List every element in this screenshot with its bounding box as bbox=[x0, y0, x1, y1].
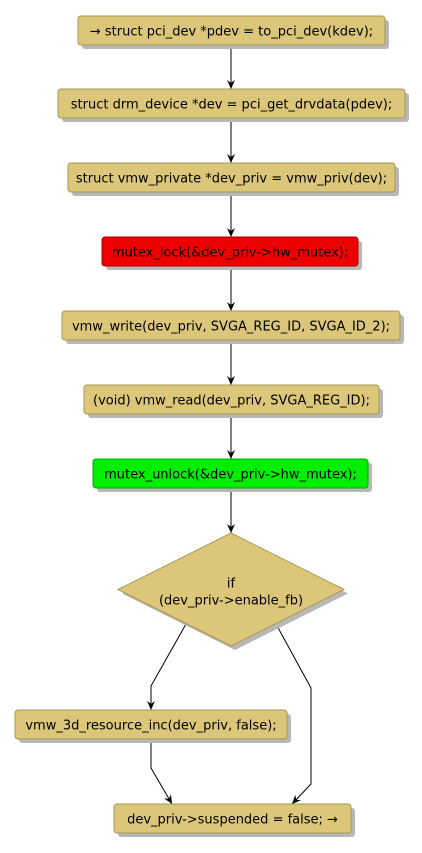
flow-node-n2: struct drm_device *dev = pci_get_drvdata… bbox=[57, 88, 409, 122]
decision-label-line: if bbox=[227, 577, 236, 592]
edges bbox=[147, 45, 312, 805]
flow-edge-n8-n9 bbox=[150, 739, 173, 805]
node-box bbox=[57, 88, 406, 119]
decision-diamond bbox=[116, 532, 346, 647]
flow-node-n8: vmw_3d_resource_inc(dev_priv, false); bbox=[14, 709, 291, 743]
node-label: vmw_3d_resource_inc(dev_priv, false); bbox=[25, 719, 276, 734]
flow-node-n1: → struct pci_dev *pdev = to_pci_dev(kdev… bbox=[77, 15, 389, 49]
nodes: → struct pci_dev *pdev = to_pci_dev(kdev… bbox=[14, 15, 409, 837]
flow-edge-d1-n9 bbox=[275, 623, 312, 805]
node-label: dev_priv->suspended = false; → bbox=[127, 813, 338, 828]
flow-node-n4: mutex_lock(&dev_priv->hw_mutex); bbox=[101, 236, 362, 270]
node-box bbox=[77, 15, 386, 46]
flow-node-n7: mutex_unlock(&dev_priv->hw_mutex); bbox=[92, 458, 372, 492]
node-box bbox=[14, 709, 288, 740]
node-label: → struct pci_dev *pdev = to_pci_dev(kdev… bbox=[90, 25, 373, 40]
node-box bbox=[113, 803, 352, 834]
node-box bbox=[67, 162, 396, 193]
flow-node-n9: dev_priv->suspended = false; → bbox=[113, 803, 355, 837]
node-box bbox=[61, 310, 401, 341]
decision-label-line: (dev_priv->enable_fb) bbox=[159, 594, 303, 609]
node-label: (void) vmw_read(dev_priv, SVGA_REG_ID); bbox=[93, 394, 370, 409]
node-label: mutex_unlock(&dev_priv->hw_mutex); bbox=[104, 468, 357, 483]
flow-node-d1: if (dev_priv->enable_fb) bbox=[116, 532, 348, 650]
flow-node-n6: (void) vmw_read(dev_priv, SVGA_REG_ID); bbox=[83, 384, 383, 418]
node-label: vmw_write(dev_priv, SVGA_REG_ID, SVGA_ID… bbox=[72, 320, 390, 335]
node-label: struct drm_device *dev = pci_get_drvdata… bbox=[71, 98, 392, 113]
node-box bbox=[83, 384, 380, 415]
node-label: struct vmw_private *dev_priv = vmw_priv(… bbox=[76, 172, 387, 187]
flow-node-n3: struct vmw_private *dev_priv = vmw_priv(… bbox=[67, 162, 399, 196]
node-label: mutex_lock(&dev_priv->hw_mutex); bbox=[112, 246, 348, 261]
node-box bbox=[92, 458, 369, 489]
flow-node-n5: vmw_write(dev_priv, SVGA_REG_ID, SVGA_ID… bbox=[61, 310, 404, 344]
flow-edge-d1-n8 bbox=[147, 623, 187, 710]
node-box bbox=[101, 236, 359, 267]
